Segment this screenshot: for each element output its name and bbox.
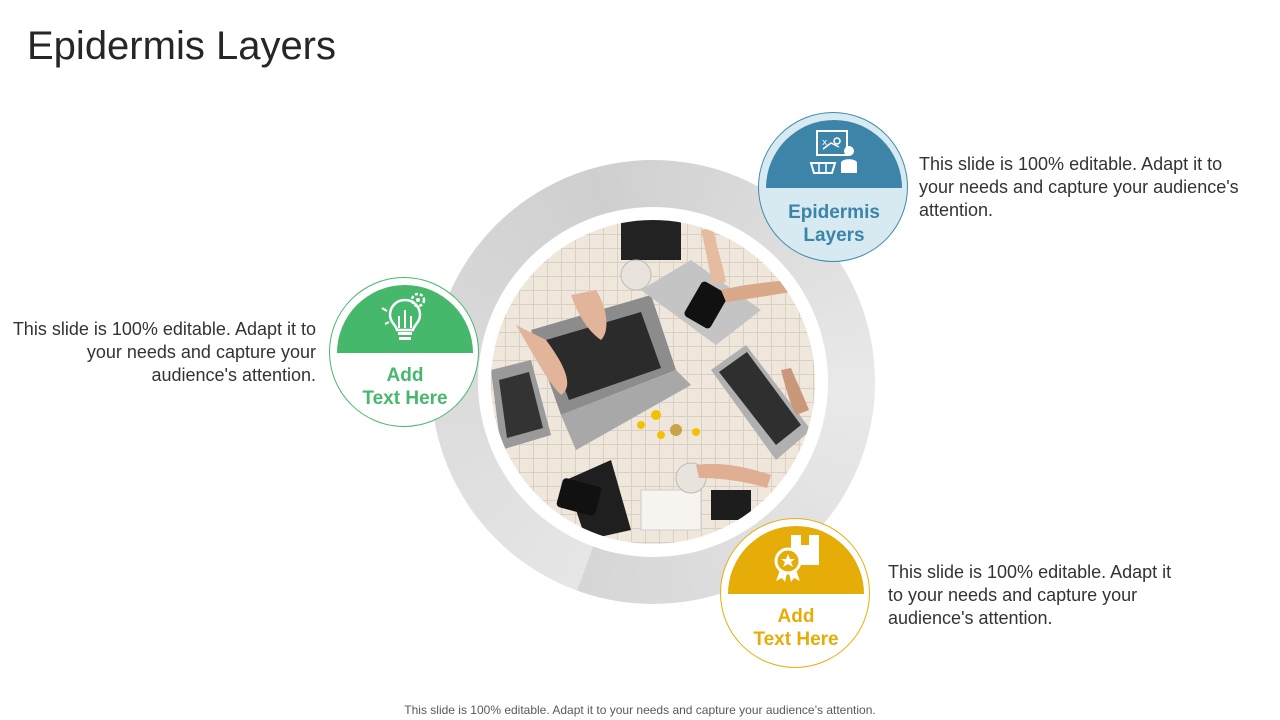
laptop-right [711,345,811,460]
presentation-strategy-icon: x [809,127,859,177]
description-add-text-green: This slide is 100% editable. Adapt it to… [12,319,316,385]
slide-footer: This slide is 100% editable. Adapt it to… [404,703,876,717]
description-epidermis-layers: This slide is 100% editable. Adapt it to… [919,154,1239,220]
notebook-top [621,220,681,260]
arm-right [781,368,809,415]
paper-sheet [640,489,702,531]
award-box-icon [771,533,821,583]
laptop-corner [491,360,551,450]
slide-title: Epidermis Layers [27,24,337,68]
laptop-left [531,295,691,450]
phone-top [684,281,728,329]
arm-right-top [721,280,791,302]
phone-bottom [556,478,602,516]
hand-left [516,325,568,395]
svg-text:x: x [822,138,828,148]
coins [637,410,700,439]
lightbulb-gear-icon [380,292,430,342]
glass-top [620,259,652,291]
arm-top [701,228,726,285]
arm-bottom [696,463,771,488]
hand-left-top [571,290,607,340]
notebook-right [711,490,751,520]
team-laptops-photo [491,220,815,544]
description-add-text-yellow: This slide is 100% editable. Adapt it to… [888,562,1172,628]
